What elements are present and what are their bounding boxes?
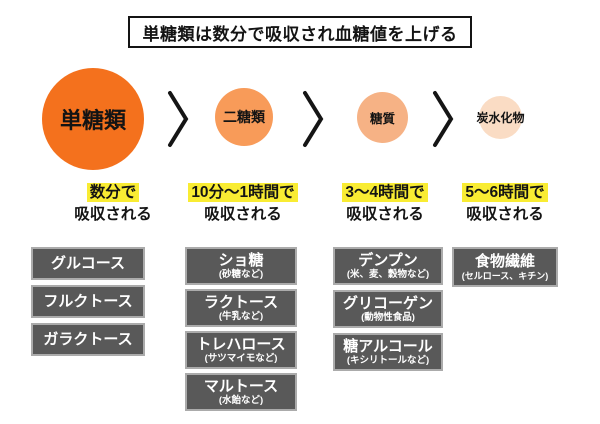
example-name: グリコーゲン	[342, 294, 433, 312]
example-name: トレハロース	[196, 335, 286, 353]
example-box-sugar-alcohol: 糖アルコール (キシリトールなど)	[333, 333, 443, 371]
time-highlight: 3〜4時間で	[342, 183, 428, 202]
example-box-glycogen: グリコーゲン (動物性食品)	[333, 290, 443, 328]
example-name: ラクトース	[203, 293, 279, 311]
time-highlight: 10分〜1時間で	[188, 183, 298, 202]
circle-sugar: 糖質	[357, 92, 408, 143]
time-highlight: 数分で	[86, 183, 140, 202]
example-box-galactose: ガラクトース	[31, 323, 145, 356]
circle-disaccharide: 二糖類	[215, 88, 273, 146]
time-line1: 10分〜1時間で	[168, 182, 318, 204]
circle-label-carbohydrate: 炭水化物	[476, 111, 525, 125]
example-name: 食物繊維	[474, 252, 535, 270]
example-box-sucrose: ショ糖 (砂糖など)	[185, 247, 297, 285]
example-note: (サツマイモなど)	[204, 352, 278, 364]
absorption-time-carbohydrate: 5〜6時間で 吸収される	[430, 182, 580, 226]
example-box-trehalose: トレハロース (サツマイモなど)	[185, 331, 297, 369]
example-name: ショ糖	[218, 251, 264, 269]
example-note: (水飴など)	[218, 394, 264, 406]
time-line1: 5〜6時間で	[430, 182, 580, 204]
example-box-fructose: フルクトース	[31, 285, 145, 318]
example-note: (キシリトールなど)	[346, 354, 430, 366]
circle-monosaccharide: 単糖類	[42, 68, 144, 170]
absorption-time-disaccharide: 10分〜1時間で 吸収される	[168, 182, 318, 226]
example-box-lactose: ラクトース (牛乳など)	[185, 289, 297, 327]
example-name: デンプン	[358, 251, 418, 269]
example-box-maltose: マルトース (水飴など)	[185, 373, 297, 411]
time-line2: 吸収される	[74, 206, 152, 223]
chevron-right-icon	[168, 91, 189, 147]
circle-label-monosaccharide: 単糖類	[59, 108, 126, 133]
example-name: フルクトース	[43, 293, 133, 310]
circle-label-disaccharide: 二糖類	[223, 109, 265, 125]
absorption-time-sugar: 3〜4時間で 吸収される	[310, 182, 460, 226]
example-name: マルトース	[203, 377, 279, 395]
example-box-starch: デンプン (米、麦、穀物など)	[333, 247, 443, 285]
example-note: (牛乳など)	[218, 310, 264, 322]
time-line1: 3〜4時間で	[310, 182, 460, 204]
example-note: (米、麦、穀物など)	[346, 268, 430, 280]
example-note: (砂糖など)	[218, 268, 264, 280]
example-note: (動物性食品)	[361, 311, 415, 323]
example-name: 糖アルコール	[343, 337, 433, 355]
chevron-right-icon	[433, 91, 454, 147]
chevron-right-icon	[303, 91, 324, 147]
example-name: グルコース	[51, 255, 125, 272]
example-note: (セルロース、キチン)	[461, 270, 549, 281]
page-title: 単糖類は数分で吸収され血糖値を上げる	[142, 24, 458, 44]
time-line2: 吸収される	[346, 206, 424, 223]
time-line2: 吸収される	[204, 206, 282, 223]
time-highlight: 5〜6時間で	[462, 183, 548, 202]
example-box-dietary-fiber: 食物繊維 (セルロース、キチン)	[452, 247, 558, 287]
example-name: ガラクトース	[43, 331, 133, 348]
title-box: 単糖類は数分で吸収され血糖値を上げる	[128, 16, 472, 48]
example-box-glucose: グルコース	[31, 247, 145, 280]
time-line1: 数分で	[38, 182, 188, 204]
absorption-time-monosaccharide: 数分で 吸収される	[38, 182, 188, 226]
circle-label-sugar: 糖質	[369, 112, 395, 126]
time-line2: 吸収される	[466, 206, 544, 223]
circle-carbohydrate: 炭水化物	[476, 96, 525, 139]
